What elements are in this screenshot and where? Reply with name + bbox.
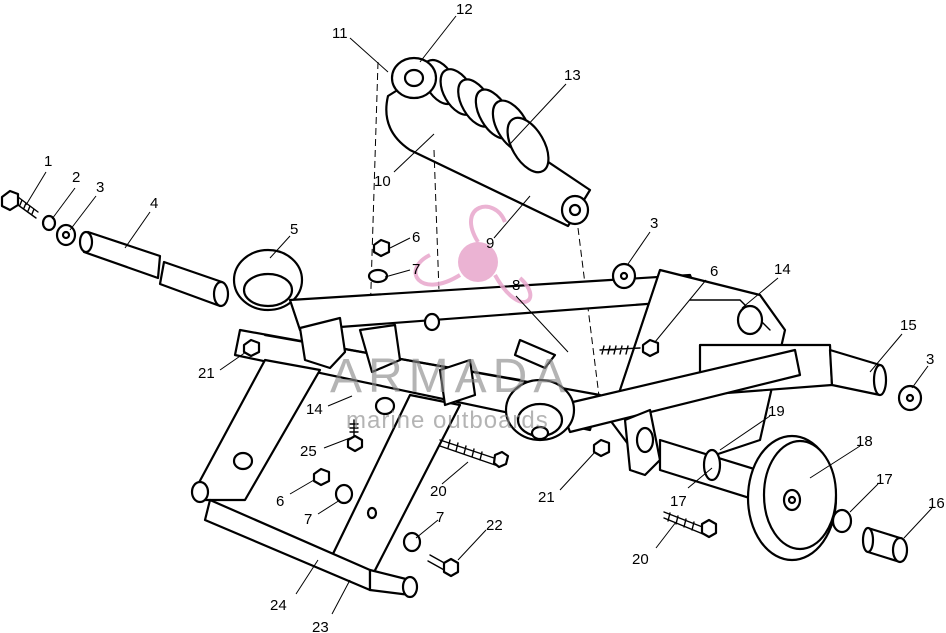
shock-absorber bbox=[385, 56, 592, 228]
callout-18: 18 bbox=[856, 433, 873, 450]
leader-lines bbox=[25, 15, 933, 615]
callout-7: 7 bbox=[412, 261, 420, 278]
callout-3: 3 bbox=[96, 179, 104, 196]
callout-labels: 1 2 3 4 5 6 7 8 9 10 11 12 13 3 6 14 15 … bbox=[44, 1, 945, 633]
callout-4: 4 bbox=[150, 195, 158, 212]
callout-9: 9 bbox=[486, 235, 494, 252]
brackets bbox=[298, 312, 557, 407]
propeller-logo-icon bbox=[413, 204, 533, 304]
callout-11: 11 bbox=[332, 25, 348, 42]
callout-7-lower: 7 bbox=[304, 511, 312, 528]
callout-10: 10 bbox=[374, 173, 391, 190]
callout-17-right: 17 bbox=[876, 471, 893, 488]
callout-7-bottom: 7 bbox=[436, 509, 444, 526]
callout-19: 19 bbox=[768, 403, 785, 420]
callout-14-right: 14 bbox=[774, 261, 791, 278]
callout-16: 16 bbox=[928, 495, 945, 512]
callout-5: 5 bbox=[290, 221, 298, 238]
callout-15: 15 bbox=[900, 317, 917, 334]
callout-22: 22 bbox=[486, 517, 503, 534]
callout-1: 1 bbox=[44, 153, 52, 170]
callout-6: 6 bbox=[412, 229, 420, 246]
bolt-washer-spacer-set-left bbox=[0, 189, 230, 308]
callout-3-upper-right: 3 bbox=[650, 215, 658, 232]
callout-8: 8 bbox=[512, 277, 520, 294]
callout-20-right: 20 bbox=[632, 551, 649, 568]
callout-13: 13 bbox=[564, 67, 581, 84]
callout-2: 2 bbox=[72, 169, 80, 186]
callout-17-left: 17 bbox=[670, 493, 687, 510]
armada-watermark: ARMADA marine outboards bbox=[330, 204, 571, 434]
callout-3-far-right: 3 bbox=[926, 351, 934, 368]
callout-14-left: 14 bbox=[306, 401, 323, 418]
callout-12: 12 bbox=[456, 1, 473, 18]
callout-21-right: 21 bbox=[538, 489, 555, 506]
watermark-brand: ARMADA bbox=[330, 350, 571, 403]
watermark-tagline: marine outboards bbox=[346, 407, 549, 434]
callout-21-left: 21 bbox=[198, 365, 215, 382]
callout-6-right: 6 bbox=[710, 263, 718, 280]
idler-wheel-assembly bbox=[623, 408, 909, 564]
callout-23: 23 bbox=[312, 619, 329, 633]
callout-20-center: 20 bbox=[430, 483, 447, 500]
callout-25: 25 bbox=[300, 443, 317, 460]
small-hardware bbox=[242, 238, 923, 578]
rear-lower-arms bbox=[190, 358, 462, 599]
callout-24: 24 bbox=[270, 597, 287, 614]
callout-6-lower: 6 bbox=[276, 493, 284, 510]
